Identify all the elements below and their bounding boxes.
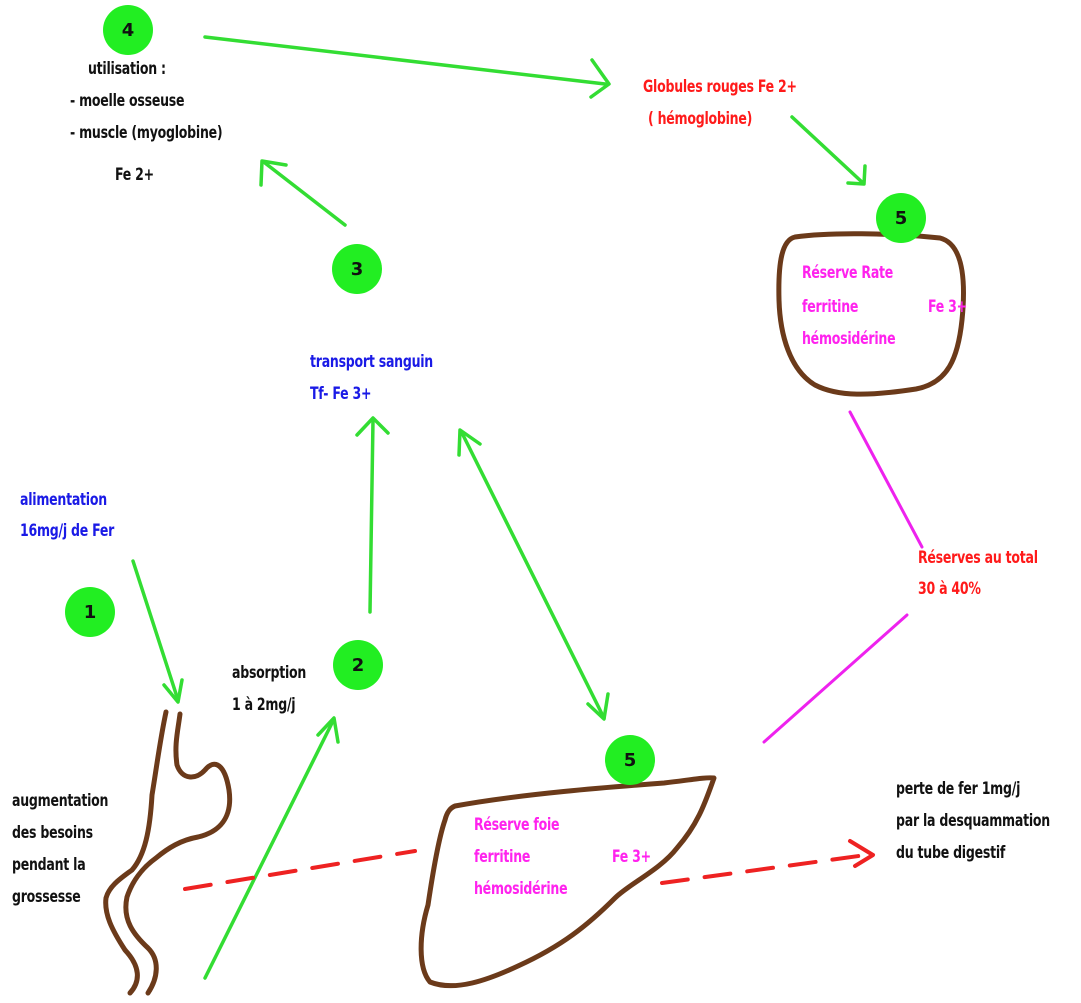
transport-title: transport sanguin [310,352,433,372]
pregnancy-line-3: pendant la [12,855,86,875]
arrowhead-absorption [316,716,340,744]
step-badge-1: 1 [65,587,115,637]
liver-reserve-iron-form: Fe 3+ [612,847,651,867]
pregnancy-line-4: grossesse [12,887,81,907]
liver-outline [418,775,717,989]
pregnancy-line-2: des besoins [12,823,93,843]
utilisation-iron-form: Fe 2+ [115,165,154,185]
total-reserves-percent: 30 à 40% [918,579,981,599]
iron-loss-line-2: par la desquammation [896,811,1050,831]
arrow-red-cells-to-spleen [790,115,865,185]
arrowhead-gut [162,678,184,704]
iron-loss-line-3: du tube digestif [896,843,1006,863]
arrow-transport-liver-bidirectional [460,431,606,720]
arrowhead-spleen [846,164,867,186]
digestive-tract-outline [103,709,233,996]
pregnancy-line-1: augmentation [12,791,109,811]
arrowhead-liver-end [586,692,610,721]
arrow-diet-to-gut [131,559,180,702]
arrowhead-transport [355,416,390,437]
step-badge-5-spleen: 5 [876,193,926,243]
spleen-outline [776,231,966,397]
step-badge-2: 2 [333,640,383,690]
step-badge-4: 4 [103,5,153,55]
reserve-link-liver [762,613,909,744]
diet-title: alimentation [20,490,107,510]
step-badge-5-liver: 5 [605,735,655,785]
iron-loss-line-1: perte de fer 1mg/j [896,779,1021,799]
liver-reserve-hemosiderin: hémosidérine [474,879,568,899]
transport-transferrin: Tf- Fe 3+ [310,384,372,404]
red-cells-hemoglobin: ( hémoglobine) [648,109,753,129]
spleen-reserve-hemosiderin: hémosidérine [802,329,896,349]
absorption-title: absorption [232,663,307,683]
step-badge-3: 3 [332,244,382,294]
iron-loss-arrowhead [848,839,875,868]
arrow-absorption-to-transport [368,418,375,614]
arrowhead-utilisation [259,159,288,187]
arrowhead-transport-end [457,428,482,457]
spleen-reserve-iron-form: Fe 3+ [928,297,967,317]
spleen-reserve-title: Réserve Rate [802,263,894,283]
liver-reserve-ferritin: ferritine [474,847,531,867]
arrowhead-red-cells [589,58,611,99]
total-reserves-title: Réserves au total [918,548,1038,568]
utilisation-title: utilisation : [88,59,166,79]
red-cells-title: Globules rouges Fe 2+ [643,77,797,97]
arrow-transport-to-utilisation [263,161,347,227]
spleen-reserve-ferritin: ferritine [802,297,859,317]
utilisation-bone-marrow: - moelle osseuse [70,91,185,111]
arrow-utilisation-to-red-cells [203,35,607,86]
diet-amount: 16mg/j de Fer [20,521,115,541]
arrow-gut-to-absorption [203,719,335,980]
utilisation-muscle: - muscle (myoglobine) [70,123,223,143]
iron-loss-dashed-line [183,849,868,891]
absorption-amount: 1 à 2mg/j [232,695,296,715]
liver-reserve-title: Réserve foie [474,815,560,835]
reserve-link-spleen [848,410,924,549]
